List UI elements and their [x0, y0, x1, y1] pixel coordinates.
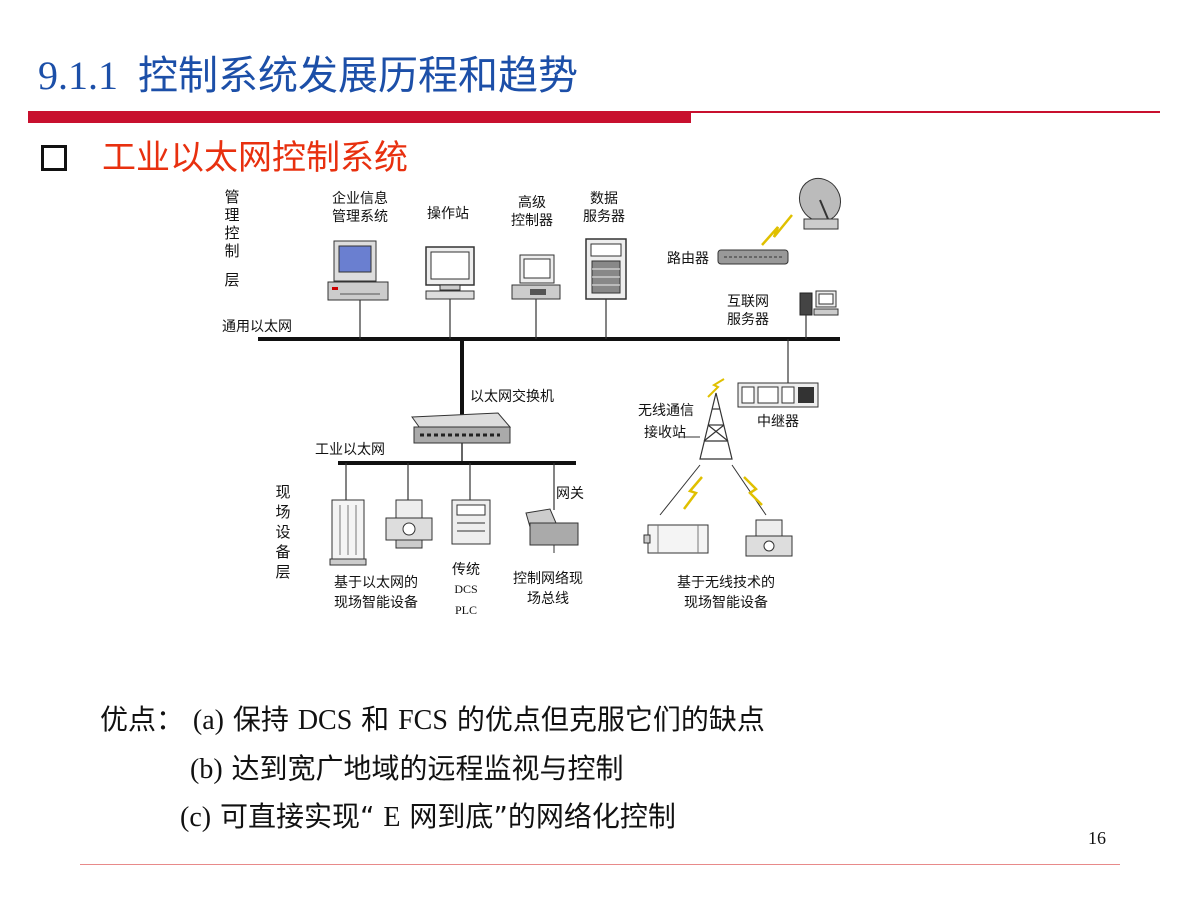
svg-text:理: 理 — [224, 206, 239, 224]
ethernet-device-label-2: 现场智能设备 — [334, 594, 418, 611]
legacy-label-2: DCS — [454, 582, 477, 596]
advantage-a: 优点： (a) 保持 DCS 和 FCS 的优点但克服它们的缺点 — [100, 703, 765, 736]
gateway-label: 网关 — [556, 486, 584, 502]
wireless-station-label-2: 接收站 — [644, 424, 686, 441]
tower-signal-icon — [707, 378, 725, 398]
wireless-link-left-icon — [683, 476, 703, 510]
wireless-device-label-1: 基于无线技术的 — [677, 574, 775, 591]
slide-subtitle: 工业以太网控制系统 — [102, 138, 408, 178]
gateway-icon — [525, 508, 579, 553]
dcs-plc-cabinet-icon — [451, 499, 491, 545]
internet-server-label-2: 服务器 — [727, 312, 769, 328]
fieldbus-label-2: 场总线 — [527, 591, 569, 607]
internet-server-label-1: 互联网 — [727, 294, 769, 310]
controller-label-1: 高级 — [518, 194, 546, 211]
internet-server-icon — [799, 290, 839, 316]
field-valve-icon — [385, 499, 433, 549]
svg-text:备: 备 — [275, 543, 290, 561]
router-label: 路由器 — [667, 251, 709, 267]
advantage-label: 优点： — [100, 703, 185, 736]
svg-text:制: 制 — [224, 242, 239, 260]
square-bullet-icon — [41, 145, 67, 171]
wireless-link-icon — [761, 214, 793, 246]
wireless-device-label-2: 现场智能设备 — [684, 594, 768, 611]
repeater-icon — [737, 382, 819, 408]
enterprise-label-2: 管理系统 — [332, 209, 388, 225]
legacy-label-3: PLC — [455, 603, 477, 617]
controller-computer-icon — [511, 254, 561, 300]
controller-label-2: 控制器 — [511, 213, 553, 229]
slide-title: 9.1.1 控制系统发展历程和趋势 — [38, 52, 578, 100]
wireless-valve-icon — [745, 519, 793, 557]
svg-text:控: 控 — [224, 224, 239, 242]
wireless-actuator-icon — [643, 524, 709, 554]
title-text: 控制系统发展历程和趋势 — [138, 53, 578, 99]
ethernet-switch-icon — [411, 412, 512, 444]
repeater-label: 中继器 — [757, 414, 799, 430]
section-number: 9.1.1 — [38, 53, 118, 98]
switch-label: 以太网交换机 — [470, 388, 554, 405]
ethernet-device-label-1: 基于以太网的 — [334, 574, 418, 591]
title-accent-bar — [28, 111, 691, 123]
workstation-monitor-icon — [425, 246, 475, 300]
desktop-computer-icon — [327, 240, 389, 301]
svg-text:层: 层 — [275, 563, 290, 581]
advantage-b: (b) 达到宽广地域的远程监视与控制 — [190, 752, 624, 785]
field-transmitter-icon — [329, 499, 367, 566]
title-divider-line — [691, 111, 1160, 113]
management-layer-label: 管 理 控 制 层 — [224, 188, 239, 289]
workstation-label: 操作站 — [427, 206, 469, 222]
field-layer-label: 现 场 设 备 层 — [275, 483, 290, 581]
router-icon — [717, 249, 789, 265]
svg-text:层: 层 — [224, 271, 239, 289]
wireless-link-right-icon — [743, 476, 763, 506]
data-server-label-2: 服务器 — [583, 209, 625, 225]
radio-tower-icon — [699, 392, 733, 460]
legacy-label-1: 传统 — [452, 562, 480, 578]
bus-drop-lines — [359, 299, 807, 383]
svg-text:管: 管 — [224, 188, 239, 206]
wireless-station-label-1: 无线通信 — [638, 403, 694, 419]
page-number: 16 — [1088, 828, 1106, 848]
industrial-ethernet-label: 工业以太网 — [315, 442, 385, 458]
advantage-c: (c) 可直接实现“ E 网到底”的网络化控制 — [180, 800, 676, 833]
svg-text:场: 场 — [275, 503, 290, 521]
fieldbus-label-1: 控制网络现 — [513, 571, 583, 587]
general-ethernet-label: 通用以太网 — [222, 319, 292, 335]
data-server-icon — [585, 238, 627, 300]
footer-divider-line — [80, 864, 1120, 865]
enterprise-label-1: 企业信息 — [332, 190, 388, 207]
data-server-label-1: 数据 — [590, 191, 618, 207]
satellite-dish-icon — [798, 177, 842, 230]
svg-text:设: 设 — [275, 523, 290, 541]
svg-text:现: 现 — [275, 483, 290, 501]
network-diagram: 管 理 控 制 层 现 场 设 备 层 企业信息 管理系统 操作站 高级 控制器… — [222, 177, 842, 617]
